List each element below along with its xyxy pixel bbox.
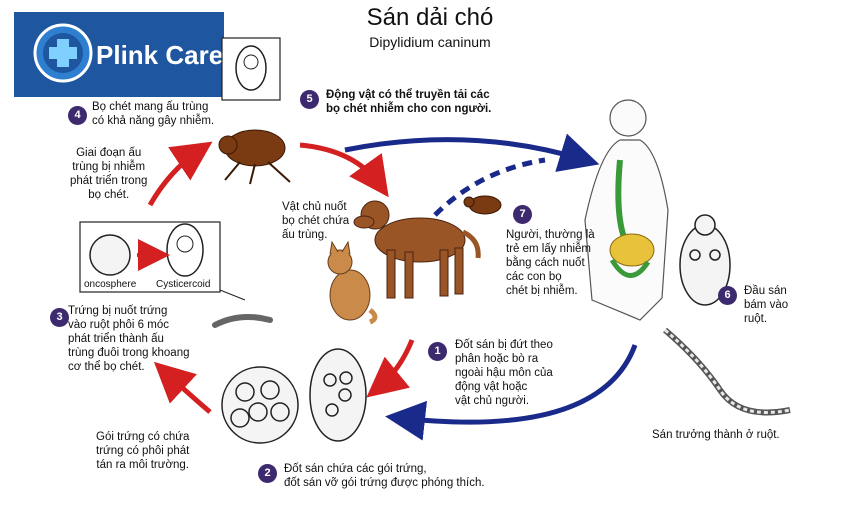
oncosphere-label: oncosphere	[84, 279, 137, 290]
step-1-text: Đốt sán bị đứt theo phân hoặc bò ra ngoà…	[455, 339, 553, 407]
small-flea-icon	[463, 195, 502, 215]
step-7-text: Người, thường là trẻ em lấy nhiễm bằng c…	[506, 229, 595, 297]
arrow-dog-to-human	[344, 133, 600, 172]
cat-icon	[327, 240, 378, 325]
human-body-icon	[584, 99, 669, 321]
diagram-title: Sán dải chó	[366, 4, 494, 31]
larval-stage-text: Giai đoạn ấu trùng bị nhiễm phát triển t…	[70, 147, 148, 201]
arrow-larva-to-flea	[147, 141, 213, 207]
step-6-badge: 6	[718, 286, 737, 305]
arrow-proglottid-to-eggs	[366, 339, 415, 398]
medical-cross-icon	[33, 23, 93, 83]
arrow-flea-to-human-dashed	[433, 157, 546, 217]
step-5-text: Động vật có thể truyền tải các bọ chét n…	[326, 89, 492, 115]
egg-packet-icon	[221, 348, 367, 444]
host-text: Vật chủ nuốt bọ chét chứa ấu trùng.	[282, 201, 350, 241]
step-7-badge: 7	[513, 205, 532, 224]
cysticercoid-label: Cysticercoid	[156, 279, 211, 290]
scolex-icon	[679, 214, 731, 306]
step-4-badge: 4	[68, 106, 87, 125]
step-2-badge: 2	[258, 464, 277, 483]
brand-name: Plink Care	[96, 40, 224, 70]
adult-worm-icon	[663, 327, 791, 416]
arrow-eggs-to-oncosphere	[153, 361, 212, 414]
brand-logo: Plink Care	[14, 12, 224, 97]
step-3-text: Trứng bị nuốt trứng vào ruột phôi 6 móc …	[68, 305, 190, 373]
dog-icon	[353, 200, 481, 299]
diagram-subtitle: Dipylidium caninum	[369, 34, 491, 50]
flea-larva-icon	[212, 313, 273, 328]
step-5-badge: 5	[300, 90, 319, 109]
step-4-text: Bọ chét mang ấu trùng có khả năng gây nh…	[92, 101, 215, 127]
flea-icon	[218, 129, 291, 185]
arrow-human-to-proglottid	[385, 344, 638, 441]
egg-packet-text: Gói trứng có chứa trứng có phôi phát tán…	[96, 431, 190, 471]
arrow-flea-to-dog	[299, 142, 389, 198]
step-6-text: Đầu sán bám vào ruột.	[744, 285, 789, 325]
step-1-badge: 1	[428, 342, 447, 361]
adult-worm-text: Sán trưởng thành ở ruột.	[652, 429, 780, 441]
step-3-badge: 3	[50, 308, 69, 327]
step-2-text: Đốt sán chứa các gói trứng, đốt sán vỡ g…	[284, 463, 485, 489]
